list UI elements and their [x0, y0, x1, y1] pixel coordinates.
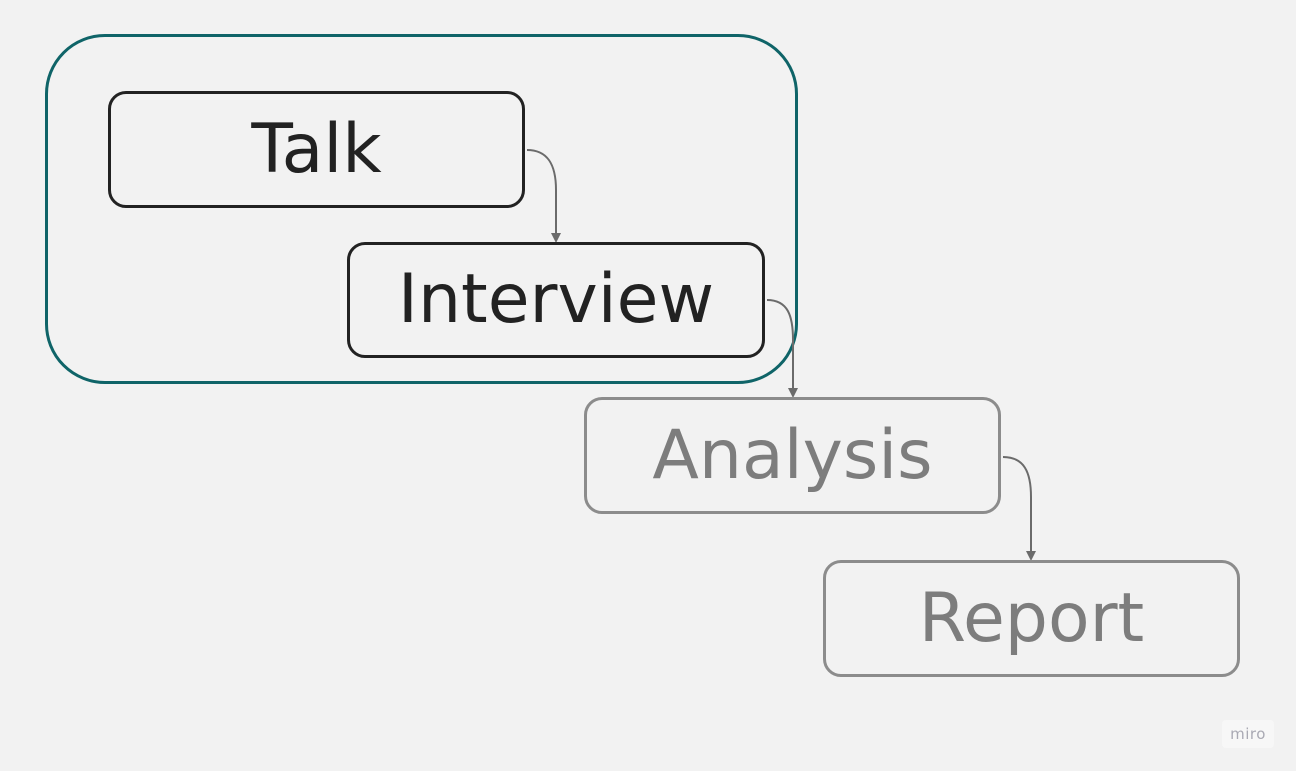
node-report-label: Report — [918, 578, 1145, 658]
node-analysis[interactable]: Analysis — [584, 397, 1001, 514]
miro-watermark: miro — [1222, 720, 1274, 748]
node-analysis-label: Analysis — [652, 415, 933, 495]
watermark-label: miro — [1230, 725, 1266, 743]
node-interview-label: Interview — [397, 260, 715, 339]
node-interview[interactable]: Interview — [347, 242, 765, 358]
connector-analysis-to-report[interactable] — [1002, 456, 1036, 561]
group-frame-talk-interview[interactable] — [45, 34, 798, 384]
node-talk-label: Talk — [251, 109, 382, 189]
connector-interview-to-analysis[interactable] — [766, 299, 798, 398]
node-report[interactable]: Report — [823, 560, 1240, 677]
connector-talk-to-interview[interactable] — [526, 149, 561, 243]
node-talk[interactable]: Talk — [108, 91, 525, 208]
